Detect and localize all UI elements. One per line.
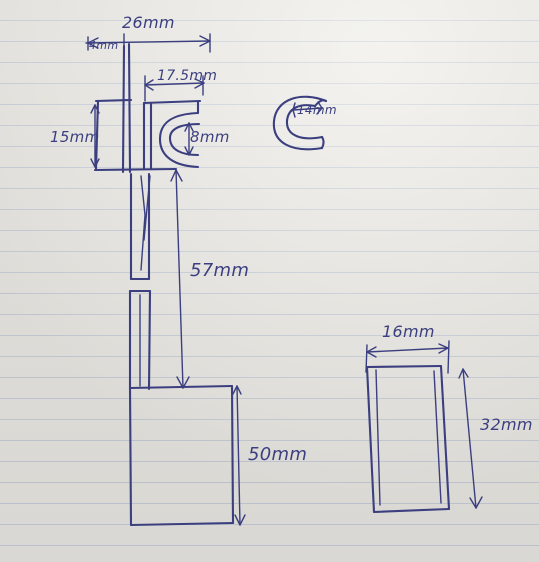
shaft-length-dimension — [170, 169, 190, 389]
long-stem — [129, 172, 151, 281]
clip-height-dimension — [90, 104, 100, 168]
side-width-dimension — [365, 340, 450, 374]
slot-label: 8mm — [190, 128, 230, 146]
side-width-label: 16mm — [382, 322, 435, 341]
c-clip-label: 14mm — [297, 103, 337, 117]
shaft-length-label: 57mm — [190, 260, 249, 281]
inner-width-dimension — [144, 75, 205, 102]
base-block — [128, 384, 235, 527]
side-height-label: 32mm — [480, 415, 533, 434]
base-height-dimension — [232, 385, 246, 526]
inner-width-label: 17.5mm — [157, 68, 217, 84]
clip-height-label: 15mm — [50, 128, 100, 146]
front-hook-profile — [158, 111, 201, 169]
clip-body — [93, 42, 202, 174]
top-width-label: 26mm — [122, 13, 175, 32]
mid-stem — [128, 289, 152, 391]
c-clip-sketch — [272, 95, 328, 151]
top-small-label: 4mm — [89, 39, 118, 52]
top-width-dimension — [85, 33, 211, 54]
base-height-label: 50mm — [248, 444, 307, 465]
side-height-dimension — [458, 368, 483, 509]
side-view-block — [365, 364, 451, 514]
